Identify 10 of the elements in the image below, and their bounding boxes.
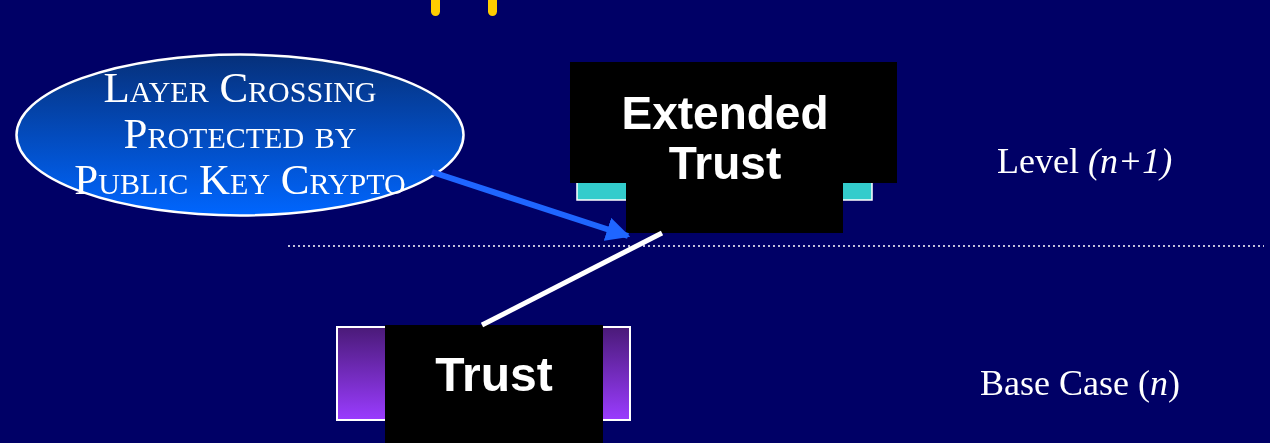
leader-arrow (431, 169, 631, 241)
connector-line (480, 230, 664, 328)
level-label: Base Case (n) (980, 362, 1180, 404)
trust-box (336, 325, 631, 443)
box-label: Trust (434, 347, 554, 403)
box-label: Extended Trust (620, 88, 830, 188)
level-label: Level (n+1) (997, 140, 1173, 182)
callout-ellipse (15, 53, 465, 217)
trust-box (570, 62, 897, 233)
callout-text: Layer Crossing Protected by Public Key Crypto (73, 65, 407, 203)
